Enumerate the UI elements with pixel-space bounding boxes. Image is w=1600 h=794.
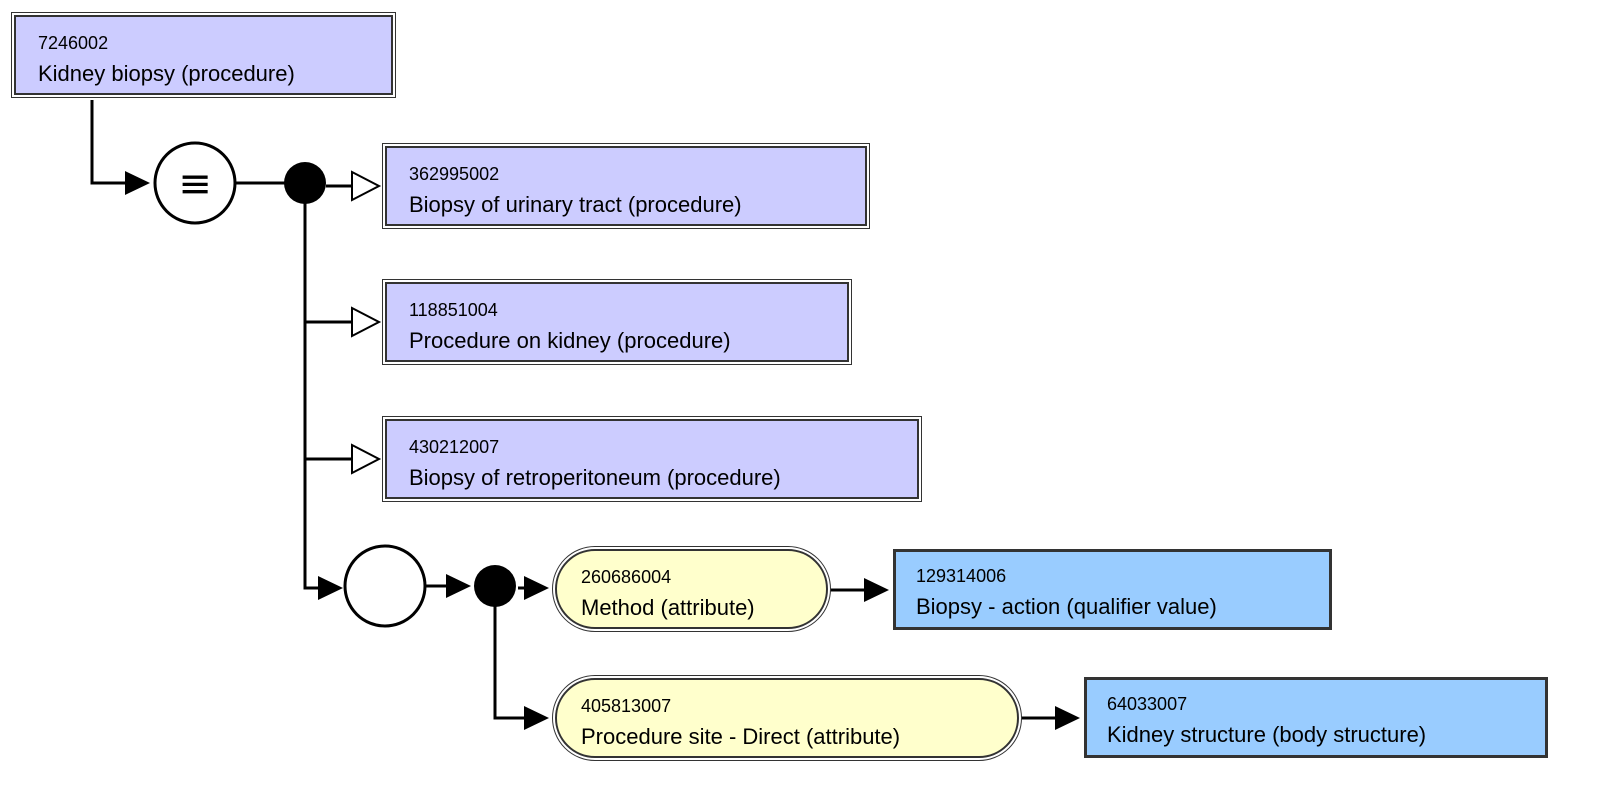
- attribute-box-method[interactable]: 260686004 Method (attribute): [552, 546, 831, 632]
- concept-id: 430212007: [409, 437, 500, 457]
- value-term: Biopsy - action (qualifier value): [916, 594, 1217, 619]
- concept-term: Biopsy of urinary tract (procedure): [409, 192, 742, 217]
- attribute-box-procedure-site[interactable]: 405813007 Procedure site - Direct (attri…: [552, 675, 1022, 761]
- concept-term: Kidney biopsy (procedure): [38, 61, 295, 86]
- definition-status-circle: [153, 141, 237, 225]
- value-box-kidney-structure[interactable]: 64033007 Kidney structure (body structur…: [1084, 677, 1548, 758]
- attribute-id: 260686004: [581, 567, 672, 587]
- arrowhead-to-group: [318, 576, 343, 600]
- isa-arrowhead-1: [351, 170, 382, 202]
- arrowhead-to-attribute-1: [524, 576, 549, 600]
- parent-concept-box-1[interactable]: 362995002 Biopsy of urinary tract (proce…: [382, 143, 870, 229]
- attribute-connector-2: [493, 588, 524, 720]
- parent-concept-box-3[interactable]: 430212007 Biopsy of retroperitoneum (pro…: [382, 416, 922, 502]
- focus-to-definition-connector: [90, 100, 125, 185]
- attribute-id: 405813007: [581, 696, 672, 716]
- arrowhead-to-value-2: [1055, 706, 1080, 730]
- focus-concept-box[interactable]: 7246002 Kidney biopsy (procedure): [11, 12, 396, 98]
- value-term: Kidney structure (body structure): [1107, 722, 1427, 747]
- attribute-group-circle: [343, 544, 427, 628]
- isa-arrowhead-3: [351, 443, 382, 475]
- conjunction-dot-2: [474, 565, 516, 607]
- value-box-biopsy-action[interactable]: 129314006 Biopsy - action (qualifier val…: [893, 549, 1332, 630]
- concept-id: 362995002: [409, 164, 500, 184]
- concept-term: Biopsy of retroperitoneum (procedure): [409, 465, 781, 490]
- arrowhead-to-conjunction: [446, 574, 471, 598]
- value-id: 64033007: [1107, 694, 1188, 714]
- concept-id: 7246002: [38, 33, 109, 53]
- arrowhead-to-attribute-2: [524, 706, 549, 730]
- concept-term: Procedure on kidney (procedure): [409, 328, 731, 353]
- main-trunk-connector: [303, 186, 318, 590]
- isa-arrowhead-2: [351, 306, 382, 338]
- conjunction-dot-1: [284, 162, 326, 204]
- attribute-term: Procedure site - Direct (attribute): [581, 724, 901, 749]
- value-id: 129314006: [916, 566, 1007, 586]
- concept-id: 118851004: [409, 300, 498, 320]
- arrowhead-to-definition: [125, 171, 150, 195]
- arrowhead-to-value-1: [864, 578, 889, 602]
- definition-status-symbol: ≡: [178, 161, 212, 207]
- attribute-term: Method (attribute): [581, 595, 755, 620]
- parent-concept-box-2[interactable]: 118851004 Procedure on kidney (procedure…: [382, 279, 852, 365]
